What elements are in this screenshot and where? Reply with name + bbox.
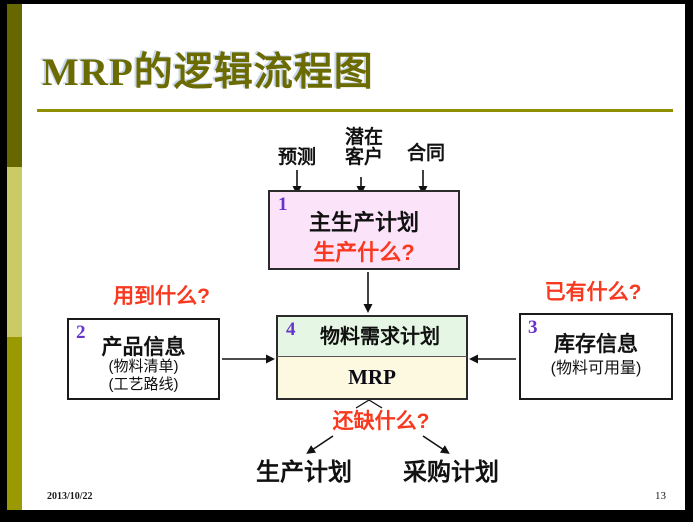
- output-production-plan: 生产计划: [256, 459, 352, 486]
- input-label-potential-customers: 潜在 客户: [334, 128, 394, 168]
- input-label-contract: 合同: [396, 144, 456, 164]
- question-bottom: 还缺什么?: [332, 410, 430, 433]
- mrp-box-bottom: MRP: [276, 357, 468, 400]
- input-label-text: 潜在: [344, 127, 383, 148]
- input-label-forecast: 预测: [267, 148, 327, 168]
- slide-border-bottom: [0, 510, 693, 522]
- product-box-number: 2: [76, 322, 86, 343]
- mps-box-number: 1: [278, 194, 288, 215]
- footer-date: 2013/10/22: [47, 491, 93, 502]
- accent-bar-top: [7, 4, 22, 167]
- mps-box-title: 主生产计划: [308, 210, 419, 235]
- slide-border-top: [0, 0, 693, 4]
- product-box-detail: (工艺路线): [108, 376, 179, 393]
- accent-bar-middle: [7, 167, 22, 337]
- split-line-left: [355, 399, 370, 409]
- input-label-text: 预测: [277, 147, 316, 168]
- inventory-box-title: 库存信息: [554, 333, 638, 356]
- mrp-box-title: 物料需求计划: [320, 326, 440, 348]
- slide-border-right: [685, 0, 693, 522]
- split-line-right: [368, 399, 383, 409]
- page-number: 13: [655, 490, 666, 502]
- mrp-box-top: 4 物料需求计划: [276, 315, 468, 357]
- mrp-label: MRP: [348, 365, 396, 389]
- inventory-box-detail: (物料可用量): [550, 360, 642, 377]
- mrp-box-number: 4: [286, 319, 296, 340]
- slide-border-left: [0, 0, 7, 522]
- inventory-info-box: 3 库存信息 (物料可用量): [519, 313, 673, 400]
- question-right: 已有什么?: [544, 281, 642, 304]
- input-label-text: 客户: [344, 147, 383, 168]
- mps-box-question: 生产什么?: [313, 240, 415, 265]
- product-box-title: 产品信息: [101, 336, 186, 359]
- product-box-detail: (物料清单): [108, 358, 179, 375]
- product-info-box: 2 产品信息 (物料清单) (工艺路线): [67, 318, 220, 400]
- input-label-text: 合同: [406, 143, 445, 164]
- arrow-to-purchase-plan: [422, 435, 450, 454]
- arrow-to-production-plan: [306, 435, 334, 454]
- question-left: 用到什么?: [113, 285, 210, 308]
- inventory-box-number: 3: [528, 317, 538, 338]
- accent-bar-bottom: [7, 337, 22, 510]
- page-title: MRP的逻辑流程图: [42, 51, 374, 94]
- title-underline: [37, 109, 673, 112]
- mps-box: 1 主生产计划 生产什么?: [268, 190, 460, 270]
- output-purchase-plan: 采购计划: [403, 459, 499, 486]
